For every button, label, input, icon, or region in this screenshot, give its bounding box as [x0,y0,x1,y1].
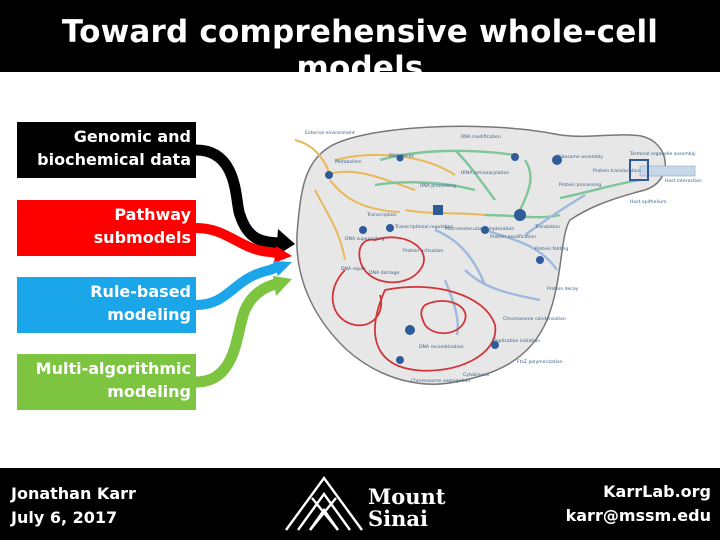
logo-line2: Sinai [368,506,428,531]
host-epithelium [639,165,696,177]
label-protein-processing: Protein processing [559,182,601,188]
arrow-blue [195,261,282,310]
whole-cell-diagram: External environment RNA modification RN… [294,125,702,385]
box-line2: biochemical data [37,150,191,169]
logo-wordmark: Mount Sinai [368,486,446,530]
arrowhead-green [273,276,292,296]
presentation-date: July 6, 2017 [11,508,118,527]
protein-glyphs [325,153,649,364]
label-dna-repair: DNA repair [341,266,366,272]
contact-info: KarrLab.org karr@mssm.edu [566,480,711,528]
label-protein-decay: Protein decay [547,286,579,292]
arrowhead-red [274,246,292,263]
label-cytokinesis: Cytokinesis [463,372,490,378]
label-macromolecular-complexation: Macromolecular complexation [445,226,514,232]
label-protein-modification: Protein modification [490,234,536,240]
label-trna-aminoacylation: tRNA aminoacylation [461,170,509,176]
box-line2: modeling [107,382,191,401]
label-host-epithelium: Host epithelium [630,199,667,205]
label-ftsz-polymerization: FtsZ polymerization [517,359,563,365]
arrow-green [195,277,282,388]
label-external-environment: External environment [305,130,355,136]
label-dna-supercoiling: DNA supercoiling [345,236,384,242]
box-line1: Pathway [114,205,191,224]
label-host-interaction: Host interaction [665,178,702,184]
pathway-submodels-box: Pathway submodels [17,200,196,256]
label-rna-processing: RNA processing [420,183,456,189]
label-protein-activation: Protein activation [403,248,443,254]
label-metabolism: Metabolism [335,159,362,165]
cell-membrane [296,125,666,385]
presenter-info: Jonathan Karr July 6, 2017 [11,482,136,530]
label-ribosome-assembly: Ribosome assembly [557,154,603,160]
title-bar: Toward comprehensive whole-cell models [0,0,720,86]
label-transcriptional-regulation: Transcriptional regulation [394,224,454,230]
label-chromosome-segregation: Chromosome segregation [411,378,470,384]
label-translation: Translation [534,224,560,230]
arrowhead-blue [273,261,292,276]
box-line1: Genomic and [73,127,191,146]
label-dna-damage: DNA damage [369,270,400,276]
label-transcription: Transcription [366,212,397,218]
box-line1: Multi-algorithmic [35,359,191,378]
arrow-black [195,144,284,249]
email-link[interactable]: karr@mssm.edu [565,506,711,525]
translation-arrows [374,149,641,219]
arrow-red [195,223,283,259]
label-terminal-organelle-assembly: Terminal organelle assembly [629,151,696,157]
multi-algorithmic-modeling-box: Multi-algorithmic modeling [17,354,196,410]
protein-arrows [434,193,586,336]
box-line2: modeling [107,305,191,324]
label-rna-decay: RNA decay [389,153,414,159]
dna-loops [331,236,497,372]
logo-line1: Mount [368,484,446,509]
author-name: Jonathan Karr [11,484,136,503]
label-replication-initiation: Replication initiation [493,338,540,344]
genomic-biochemical-data-box: Genomic and biochemical data [17,122,196,178]
website-link[interactable]: KarrLab.org [603,482,711,501]
box-line2: submodels [93,228,191,247]
mount-sinai-logo-icon [285,475,363,531]
label-dna-recombination: DNA recombination [419,344,464,350]
label-protein-folding: Protein folding [535,246,568,252]
label-rna-modification: RNA modification [461,134,501,140]
label-chromosome-condensation: Chromosome condensation [503,316,566,322]
rule-based-modeling-box: Rule-based modeling [17,277,196,333]
label-protein-translocation: Protein translocation [593,168,641,174]
slide-title: Toward comprehensive whole-cell models [61,14,659,86]
box-line1: Rule-based [90,282,191,301]
